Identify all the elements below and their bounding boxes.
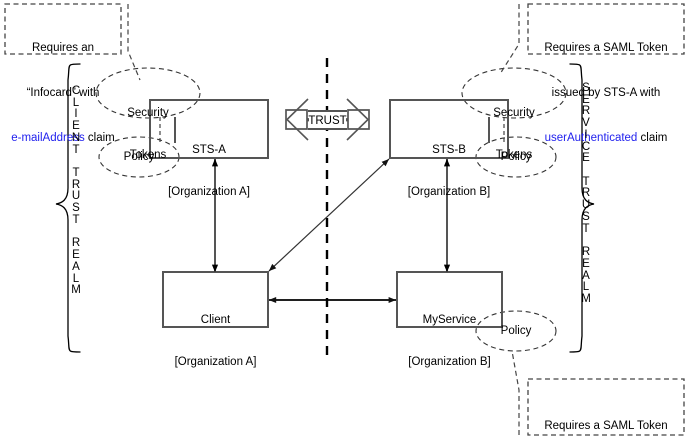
label-service-trust-realm: S E R V I C E T R U S T R E A L M [581,82,591,305]
callout-leader-sts-b-saml [511,350,520,435]
label-client-trust-realm: C L I E N T T R U S T R E A L M [71,85,81,297]
trust-arrow-right-head [346,98,370,141]
trust-arrow-left-head [285,98,309,141]
node-sts-a[interactable] [149,99,269,159]
trust-label-backdrop [309,112,346,128]
ellipse-sts-b-security-tokens [461,67,567,119]
callout-box-client-infocard [4,3,122,55]
brace-client-realm [55,63,81,353]
callout-box-sts-a-saml [527,3,685,55]
node-client[interactable] [162,271,269,328]
brace-service-realm [569,63,595,353]
arrow-client-sts-b [268,158,390,272]
callout-box-sts-b-saml [527,378,685,436]
ellipse-myservice-policy [475,310,557,352]
ellipse-sts-a-security-tokens [95,67,201,119]
callout-leader-client-infocard [127,4,141,81]
node-sts-b[interactable] [389,99,509,159]
callout-leader-sts-a-saml [499,4,520,75]
